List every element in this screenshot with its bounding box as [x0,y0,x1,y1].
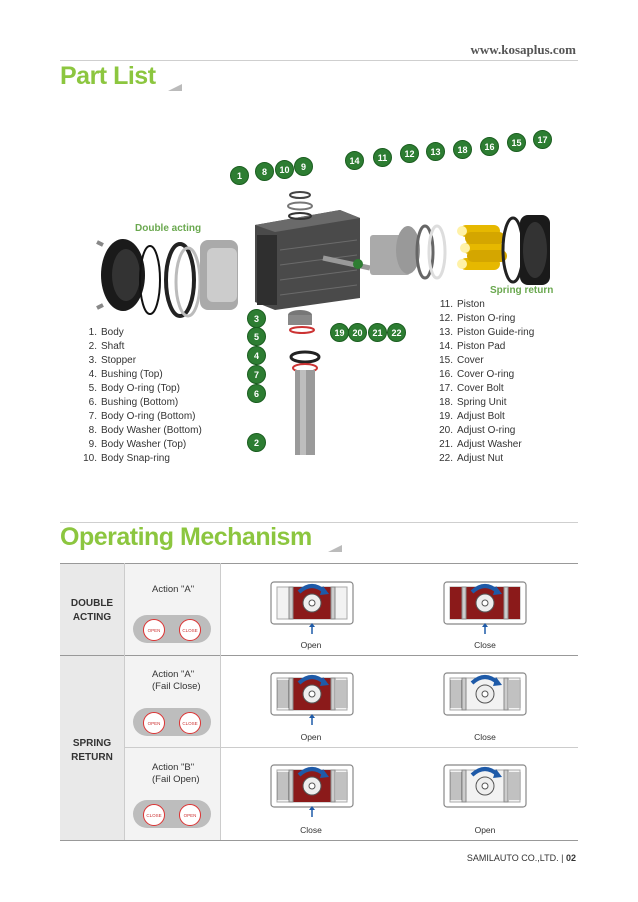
callout-22: 22 [387,323,406,342]
company-name: SAMILAUTO CO.,LTD. [466,853,559,863]
operating-mechanism-title: Operating Mechanism [60,523,312,551]
table-row-rule [124,747,578,748]
list-item: 17.Cover Bolt [439,383,504,394]
callout-19: 19 [330,323,349,342]
caption-right: Close [474,732,496,742]
caption-left: Close [300,825,322,835]
actuator-diagram [443,672,527,716]
column-divider [220,563,221,840]
left-cover-drawing [96,239,238,318]
part-list-title: Part List [60,62,156,90]
callout-1: 1 [230,166,249,185]
list-item: 1.Body [88,327,124,338]
port-indicator: CLOSE OPEN [133,800,211,828]
list-item: 4.Bushing (Top) [88,369,163,380]
callout-5: 5 [247,327,266,346]
table-group-rule [60,655,578,656]
spring-unit-drawing [457,225,507,270]
caption-left: Open [300,640,322,650]
callout-10: 10 [275,160,294,179]
callout-16: 16 [480,137,499,156]
callout-14: 14 [345,151,364,170]
callout-13: 13 [426,142,445,161]
list-item: 21.Adjust Washer [439,439,522,450]
list-item: 7.Body O-ring (Bottom) [88,411,196,422]
actuator-diagram [443,764,527,808]
callout-21: 21 [368,323,387,342]
list-item: 6.Bushing (Bottom) [88,397,179,408]
actuator-diagram [270,581,354,634]
port-right-label: CLOSE [179,712,201,734]
callout-18: 18 [453,140,472,159]
action-column [124,563,220,840]
list-item: 8.Body Washer (Bottom) [88,425,202,436]
port-left-label: OPEN [143,712,165,734]
action-label: Action "A" [152,584,195,595]
port-indicator: OPEN CLOSE [133,615,211,643]
callout-12: 12 [400,144,419,163]
spring-return-label: Spring return [490,285,554,296]
callout-7: 7 [247,365,266,384]
list-item: 16.Cover O-ring [439,369,515,380]
list-item: 5.Body O-ring (Top) [88,383,180,394]
group-label-column [60,563,124,840]
column-divider [124,563,125,840]
callout-9: 9 [294,157,313,176]
caption-right: Close [474,640,496,650]
port-indicator: OPEN CLOSE [133,708,211,736]
list-item: 20.Adjust O-ring [439,425,516,436]
footer-separator: | [561,853,564,863]
parts-list-right: 11.Piston 12.Piston O-ring 13.Piston Gui… [436,298,534,466]
port-right-label: OPEN [179,804,201,826]
callout-20: 20 [348,323,367,342]
callout-6: 6 [247,384,266,403]
callout-2: 2 [247,433,266,452]
footer: SAMILAUTO CO.,LTD. | 02 [467,853,576,863]
header-rule [60,60,578,61]
list-item: 10.Body Snap-ring [83,453,170,464]
callout-17: 17 [533,130,552,149]
list-item: 9.Body Washer (Top) [88,439,187,450]
parts-list-left: 1.Body 2.Shaft 3.Stopper 4.Bushing (Top)… [80,326,202,466]
list-item: 14.Piston Pad [439,341,506,352]
title-arrow-decoration [328,545,342,552]
callout-11: 11 [373,148,392,167]
callout-8: 8 [255,162,274,181]
body-drawing [255,210,360,310]
list-item: 15.Cover [439,355,484,366]
website-url[interactable]: www.kosaplus.com [470,42,576,57]
page-number: 02 [565,853,576,863]
title-arrow-decoration [168,84,182,91]
caption-left: Open [300,732,322,742]
list-item: 22.Adjust Nut [439,453,504,464]
actuator-diagram [270,764,354,817]
port-left-label: CLOSE [143,804,165,826]
actuator-diagram [270,672,354,725]
caption-right: Open [474,825,496,835]
list-item: 12.Piston O-ring [439,313,516,324]
list-item: 2.Shaft [88,341,125,352]
double-acting-label: Double acting [135,223,202,234]
list-item: 3.Stopper [88,355,137,366]
action-label: Action "A"(Fail Close) [152,669,201,692]
port-right-label: CLOSE [179,619,201,641]
port-left-label: OPEN [143,619,165,641]
callout-15: 15 [507,133,526,152]
action-label: Action "B"(Fail Open) [152,762,200,785]
table-bottom-rule [60,840,578,841]
table-top-rule [60,563,578,564]
list-item: 13.Piston Guide-ring [439,327,535,338]
list-item: 18.Spring Unit [439,397,507,408]
exploded-view-illustration [96,191,550,455]
callout-3: 3 [247,309,266,328]
actuator-diagram [443,581,527,634]
list-item: 19.Adjust Bolt [439,411,505,422]
list-item: 11.Piston [439,299,485,310]
callout-4: 4 [247,346,266,365]
section-rule [60,522,578,523]
